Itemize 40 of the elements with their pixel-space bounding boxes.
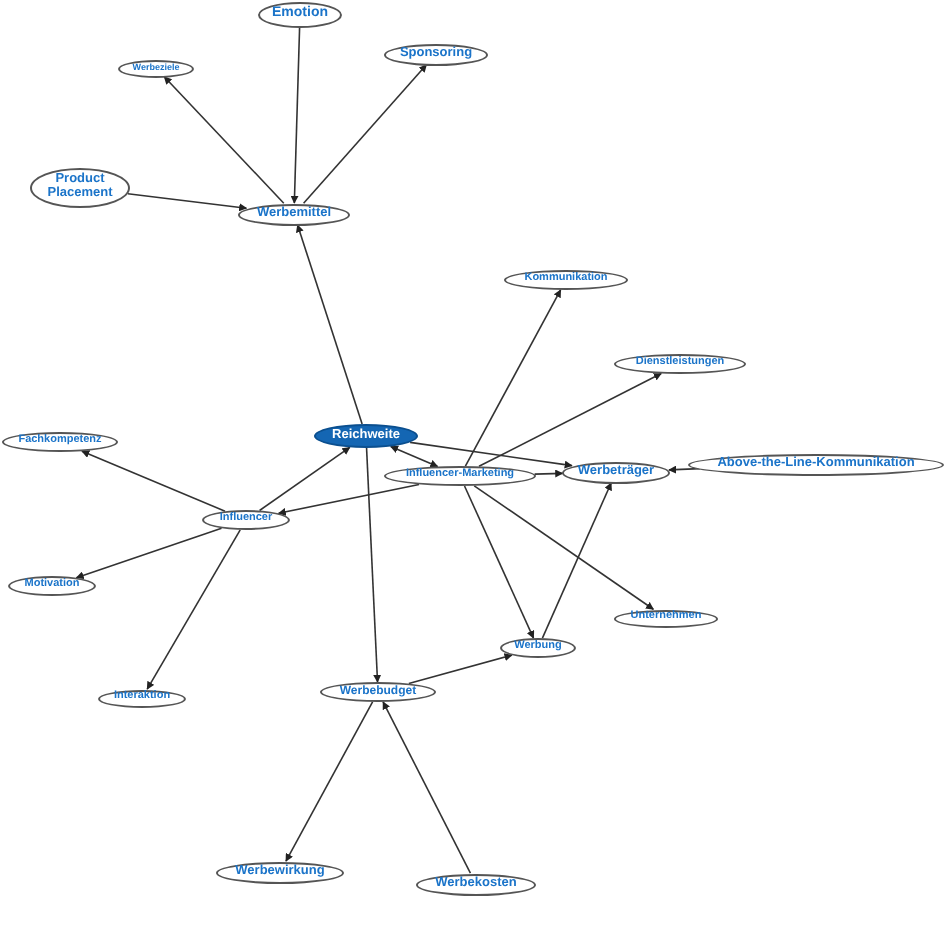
arrow: [464, 289, 562, 467]
concept-ellipse: [320, 682, 436, 702]
arrow: [302, 64, 428, 204]
concept-ellipse: [30, 168, 130, 208]
concept-ellipse: [2, 432, 118, 452]
concept-ellipse: [504, 270, 628, 290]
arrow: [533, 469, 564, 478]
concept-ellipse: [202, 510, 290, 530]
arrow: [409, 441, 573, 469]
arrow: [127, 193, 248, 212]
arrow: [408, 653, 513, 685]
arrow: [541, 482, 612, 639]
concept-ellipse: [238, 203, 350, 225]
arrow: [75, 527, 223, 580]
concept-ellipse: [8, 576, 96, 596]
arrow: [463, 485, 535, 639]
arrow: [390, 445, 439, 468]
concept-ellipse: [614, 609, 718, 627]
arrow: [258, 446, 351, 512]
concept-ellipse: [500, 638, 576, 658]
arrow: [382, 701, 472, 874]
arrow: [473, 485, 655, 611]
arrow: [296, 224, 363, 425]
concept-ellipse: [384, 43, 488, 65]
concept-ellipse: [562, 461, 670, 483]
arrow: [146, 529, 241, 690]
concept-ellipse: [416, 873, 536, 895]
arrow: [163, 76, 285, 204]
concept-ellipse: [314, 424, 418, 448]
arrow: [478, 372, 662, 468]
arrow: [365, 447, 382, 683]
concept-ellipse: [614, 354, 746, 374]
concept-ellipse: [258, 1, 342, 27]
arrow: [277, 483, 420, 516]
concept-ellipse: [118, 59, 194, 77]
concept-ellipse: [98, 689, 186, 707]
arrow: [81, 450, 226, 512]
arrow: [668, 465, 701, 474]
arrow: [285, 701, 374, 862]
arrow: [290, 26, 301, 204]
